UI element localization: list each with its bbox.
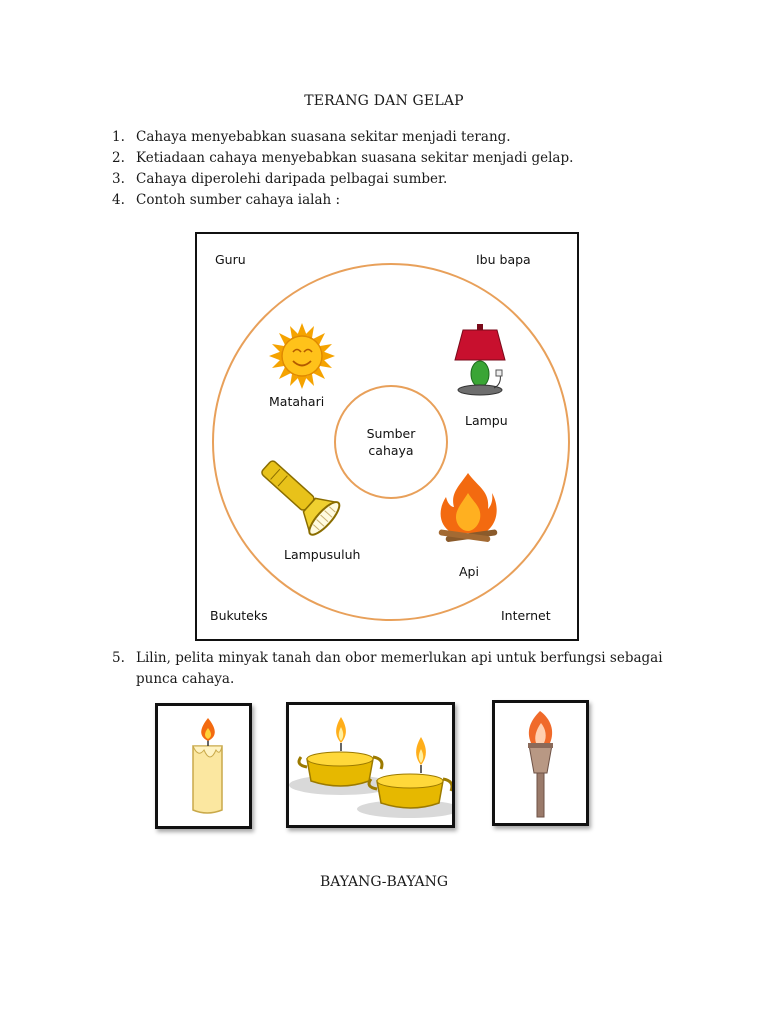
center-label: Sumber cahaya <box>351 425 431 459</box>
list-item: 3. Cahaya diperolehi daripada pelbagai s… <box>112 169 712 190</box>
source-label-lamp: Lampu <box>465 413 508 428</box>
list-item: 1. Cahaya menyebabkan suasana sekitar me… <box>112 127 712 148</box>
candle-icon <box>192 718 223 814</box>
list-number: 5. <box>112 650 125 666</box>
list-number: 4. <box>112 192 125 208</box>
corner-label-top-left: Guru <box>215 252 246 267</box>
list-item: 2. Ketiadaan cahaya menyebabkan suasana … <box>112 148 712 169</box>
flashlight-icon <box>261 460 341 536</box>
oil-lamp-icon <box>289 717 452 818</box>
light-sources-diagram: Guru Ibu bapa Bukuteks Internet Matahari… <box>195 232 579 641</box>
corner-label-top-right: Ibu bapa <box>476 252 531 267</box>
list-text: Cahaya diperolehi daripada pelbagai sumb… <box>136 171 448 187</box>
list-number: 2. <box>112 150 125 166</box>
candle-picture <box>155 703 252 829</box>
fact-list: 1. Cahaya menyebabkan suasana sekitar me… <box>112 127 712 211</box>
list-number: 1. <box>112 129 125 145</box>
fire-icon <box>438 473 498 542</box>
list-item-5: 5. Lilin, pelita minyak tanah dan obor m… <box>112 648 692 690</box>
section-subtitle: BAYANG-BAYANG <box>319 874 449 890</box>
lamp-icon <box>454 324 506 396</box>
list-text: Contoh sumber cahaya ialah : <box>136 192 341 208</box>
torch-picture <box>492 700 589 826</box>
diagram-graphics <box>212 263 570 621</box>
outer-ring <box>212 263 570 621</box>
source-label-fire: Api <box>459 564 479 579</box>
corner-label-bottom-right: Internet <box>501 608 551 623</box>
inner-ring <box>334 385 448 499</box>
page-title: TERANG DAN GELAP <box>304 93 464 109</box>
center-label-line1: Sumber <box>366 426 416 441</box>
source-label-sun: Matahari <box>269 394 325 409</box>
list-text: Cahaya menyebabkan suasana sekitar menja… <box>136 129 511 145</box>
list-text: Lilin, pelita minyak tanah dan obor meme… <box>136 650 663 687</box>
center-label-line2: cahaya <box>368 443 414 458</box>
corner-label-bottom-left: Bukuteks <box>210 608 268 623</box>
list-number: 3. <box>112 171 125 187</box>
list-text: Ketiadaan cahaya menyebabkan suasana sek… <box>136 150 574 166</box>
torch-icon <box>528 711 553 818</box>
list-item: 4. Contoh sumber cahaya ialah : <box>112 190 712 211</box>
sun-icon <box>269 323 335 389</box>
source-label-flashlight: Lampusuluh <box>284 547 361 562</box>
oil-lamp-picture <box>286 702 455 828</box>
